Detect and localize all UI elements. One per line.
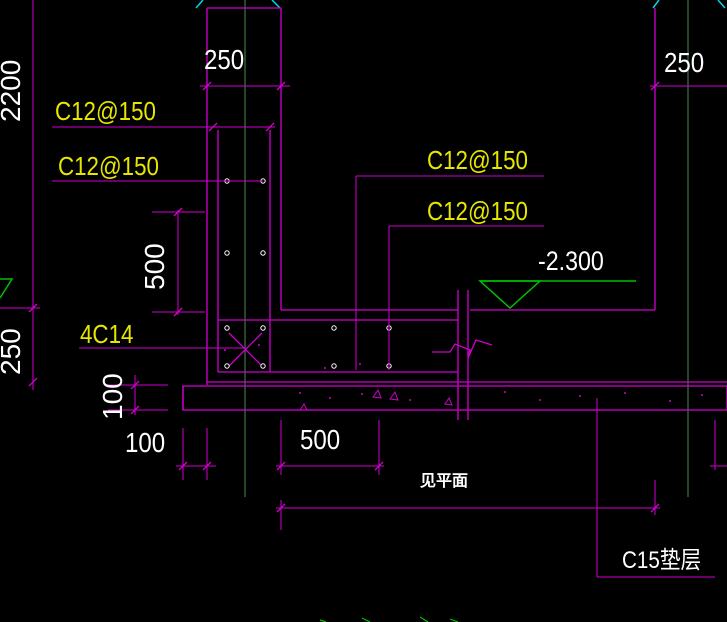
- left-wall: [206, 7, 282, 385]
- dim-offset: 100: [125, 426, 165, 458]
- dimension-lines: [0, 0, 727, 530]
- rebar-label-3: C12@150: [427, 146, 528, 175]
- rebar-dot-icon: [331, 325, 337, 331]
- rebar-label-2: C12@150: [58, 152, 159, 181]
- rebar-dots: [224, 178, 392, 369]
- top-cut-marks: [195, 0, 726, 9]
- cushion-label: C15垫层: [622, 547, 701, 574]
- rebar-dot-icon: [260, 250, 266, 256]
- rebar-dot-icon: [260, 363, 266, 369]
- elevation-label: -2.300: [538, 246, 604, 276]
- bottom-slab: [207, 8, 727, 383]
- rebar-dot-icon: [224, 325, 230, 331]
- rebar-label-4: C12@150: [427, 197, 528, 226]
- dim-haunch-width: 500: [300, 423, 340, 455]
- rebar-dot-icon: [224, 363, 230, 369]
- corner-bar-x-icon: [228, 332, 263, 367]
- corner-rebar-label: 4C14: [80, 320, 133, 349]
- see-plan-label: 见平面: [420, 472, 468, 490]
- elevation-mark-icon: [478, 280, 636, 310]
- rebar-label-1: C12@150: [55, 97, 156, 126]
- left-elevation-partial-icon: [0, 278, 14, 299]
- cushion-layer: [182, 385, 727, 411]
- bottom-partial-marks: [319, 616, 459, 622]
- dim-height-lower: 250: [0, 328, 26, 375]
- rebar-dot-icon: [260, 325, 266, 331]
- dim-wall-left: 250: [204, 43, 244, 75]
- rebar-dot-icon: [224, 250, 230, 256]
- leader-lines: [52, 126, 715, 578]
- break-line-icon: [432, 290, 493, 420]
- rebar-dot-icon: [331, 363, 337, 369]
- dim-slab-thickness: 100: [97, 373, 128, 420]
- dim-height-upper: 2200: [0, 60, 26, 122]
- concrete-hatch: [224, 344, 703, 411]
- dim-haunch: 500: [139, 243, 170, 290]
- dim-wall-right: 250: [664, 46, 704, 78]
